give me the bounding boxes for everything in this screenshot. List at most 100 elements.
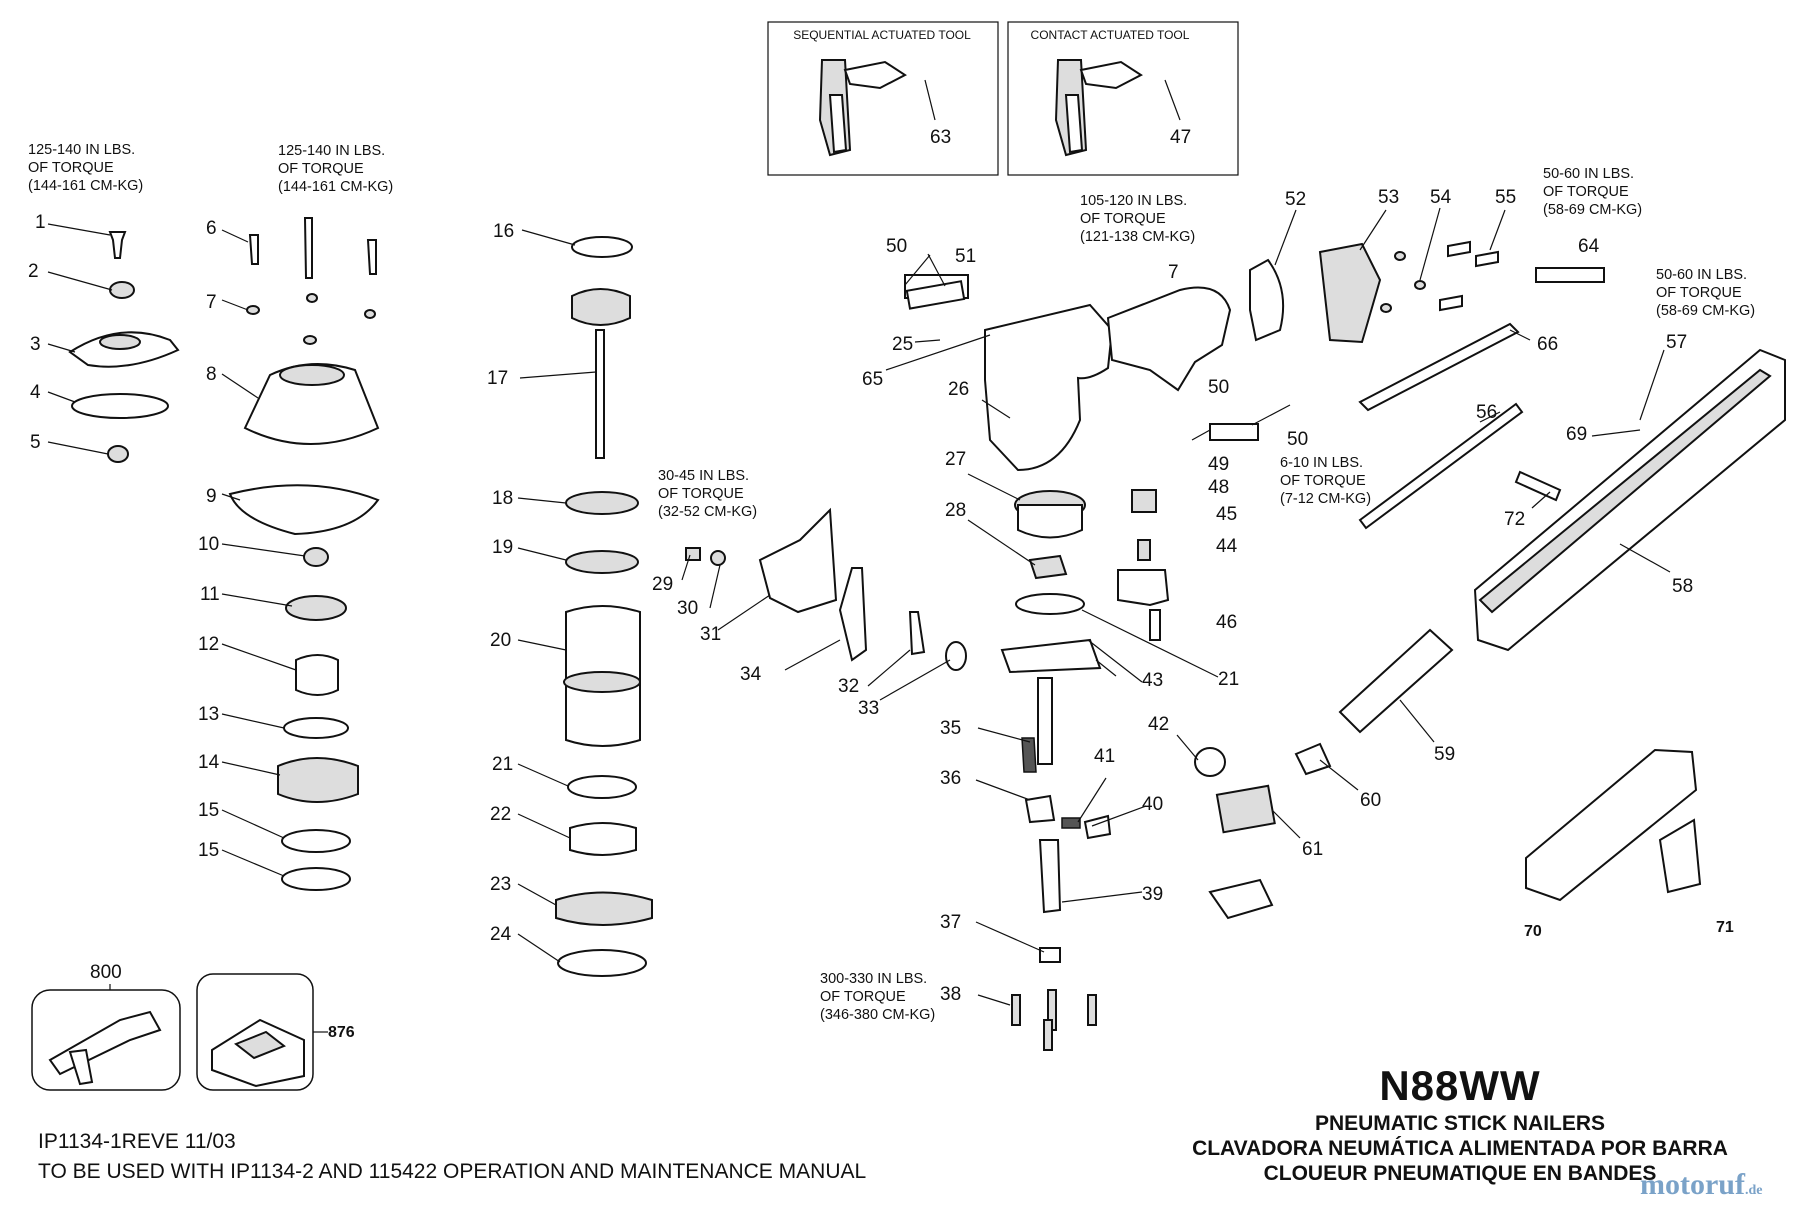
torque-note-8: 300-330 IN LBS. OF TORQUE (346-380 CM-KG… — [820, 971, 935, 1023]
part-label-41: 41 — [1094, 746, 1115, 767]
part-label-34: 34 — [740, 664, 762, 685]
part-label-39: 39 — [1142, 884, 1163, 905]
part-label-1: 1 — [35, 212, 46, 233]
part-label-17: 17 — [487, 368, 508, 389]
part-label-33: 33 — [858, 698, 879, 719]
part-label-4: 4 — [30, 382, 41, 403]
part-label-10: 10 — [198, 534, 219, 555]
inset-contact-title: CONTACT ACTUATED TOOL — [1031, 28, 1190, 42]
title-english: PNEUMATIC STICK NAILERS — [1314, 1112, 1606, 1135]
part-label-48: 48 — [1208, 477, 1229, 498]
cap-assembly-column — [68, 231, 180, 463]
part-label-50-top: 50 — [886, 236, 907, 257]
part-label-47: 47 — [1170, 127, 1191, 148]
part-label-69: 69 — [1566, 424, 1587, 445]
inset-contact-actuated-tool: CONTACT ACTUATED TOOL 47 — [1007, 21, 1239, 176]
part-label-50-side: 50 — [1287, 429, 1308, 450]
label-group-center: 51 7 25 65 26 27 28 29 30 31 32 33 34 35… — [652, 246, 1239, 1006]
part-label-20: 20 — [490, 630, 511, 651]
part-label-62: 61 — [1302, 839, 1323, 860]
part-label-31: 31 — [700, 624, 721, 645]
part-label-45: 45 — [1216, 504, 1237, 525]
part-label-15b: 15 — [198, 840, 219, 861]
watermark: motoruf.de — [1640, 1168, 1763, 1201]
svg-text:(7-12 CM-KG): (7-12 CM-KG) — [1280, 491, 1371, 507]
part-label-71: 71 — [1716, 919, 1734, 936]
part-label-2: 2 — [28, 261, 39, 282]
svg-text:105-120 IN LBS.: 105-120 IN LBS. — [1080, 193, 1187, 209]
svg-text:50-60 IN LBS.: 50-60 IN LBS. — [1656, 267, 1747, 283]
trigger-bracket-assembly — [685, 507, 967, 671]
svg-text:6-10 IN LBS.: 6-10 IN LBS. — [1280, 455, 1363, 471]
svg-text:OF TORQUE: OF TORQUE — [1656, 285, 1742, 301]
svg-text:125-140 IN LBS.: 125-140 IN LBS. — [28, 142, 135, 158]
manual-reference: TO BE USED WITH IP1134-2 AND 115422 OPER… — [38, 1160, 867, 1183]
svg-text:300-330 IN LBS.: 300-330 IN LBS. — [820, 971, 927, 987]
part-label-22: 22 — [490, 804, 511, 825]
svg-text:OF TORQUE: OF TORQUE — [28, 160, 114, 176]
svg-text:(144-161 CM-KG): (144-161 CM-KG) — [278, 179, 393, 195]
part-label-18: 18 — [492, 488, 513, 509]
part-label-30: 30 — [677, 598, 698, 619]
part-label-19: 19 — [492, 537, 513, 558]
part-label-54: 53 — [1378, 187, 1399, 208]
part-label-53: 52 — [1285, 189, 1306, 210]
part-label-63: 63 — [930, 127, 951, 148]
svg-text:30-45 IN LBS.: 30-45 IN LBS. — [658, 468, 749, 484]
svg-text:(32-52 CM-KG): (32-52 CM-KG) — [658, 504, 757, 520]
svg-text:(144-161 CM-KG): (144-161 CM-KG) — [28, 178, 143, 194]
part-label-66: 66 — [1537, 334, 1558, 355]
part-label-38: 38 — [940, 984, 961, 1005]
part-label-14: 14 — [198, 752, 220, 773]
part-label-21: 21 — [492, 754, 513, 775]
part-label-70: 70 — [1524, 923, 1542, 940]
label-group-col3: 16 17 18 19 20 21 22 23 24 — [487, 221, 597, 963]
svg-text:(346-380 CM-KG): (346-380 CM-KG) — [820, 1007, 935, 1023]
part-label-55: 54 — [1430, 187, 1452, 208]
torque-note-3: 105-120 IN LBS. OF TORQUE (121-138 CM-KG… — [1080, 193, 1195, 245]
part-label-15a: 15 — [198, 800, 219, 821]
top-cover-assembly — [905, 240, 1605, 441]
torque-note-4: 50-60 IN LBS. OF TORQUE (58-69 CM-KG) — [1543, 166, 1642, 218]
model-title: N88WW — [1379, 1062, 1541, 1109]
part-label-60: 59 — [1434, 744, 1455, 765]
part-label-11: 11 — [200, 584, 220, 605]
part-label-44: 44 — [1216, 536, 1238, 557]
torque-note-7: 6-10 IN LBS. OF TORQUE (7-12 CM-KG) — [1280, 455, 1371, 507]
part-label-5: 5 — [30, 432, 41, 453]
part-label-7-housing: 7 — [1168, 262, 1179, 283]
cylinder-cap-column — [228, 217, 380, 891]
torque-note-5: 50-60 IN LBS. OF TORQUE (58-69 CM-KG) — [1656, 267, 1755, 319]
part-label-43: 43 — [1142, 670, 1163, 691]
part-label-36: 36 — [940, 768, 961, 789]
part-label-51: 50 — [1208, 377, 1229, 398]
part-label-6: 6 — [206, 218, 217, 239]
part-label-32: 32 — [838, 676, 859, 697]
part-label-13: 13 — [198, 704, 219, 725]
svg-text:125-140 IN LBS.: 125-140 IN LBS. — [278, 143, 385, 159]
title-spanish: CLAVADORA NEUMÁTICA ALIMENTADA POR BARRA — [1192, 1137, 1728, 1160]
svg-text:OF TORQUE: OF TORQUE — [820, 989, 906, 1005]
inset-sequential-title: SEQUENTIAL ACTUATED TOOL — [793, 28, 971, 42]
part-label-29: 29 — [652, 574, 673, 595]
part-label-49: 49 — [1208, 454, 1229, 475]
part-label-27: 27 — [945, 449, 966, 470]
svg-text:(58-69 CM-KG): (58-69 CM-KG) — [1543, 202, 1642, 218]
torque-note-1: 125-140 IN LBS. OF TORQUE (144-161 CM-KG… — [28, 142, 143, 194]
svg-text:OF TORQUE: OF TORQUE — [1543, 184, 1629, 200]
accessory-kits: 800 876 — [31, 962, 355, 1091]
part-label-9: 9 — [206, 486, 217, 507]
part-label-72: 72 — [1504, 509, 1525, 530]
piston-cylinder-column — [555, 236, 653, 977]
part-label-37: 37 — [940, 912, 961, 933]
svg-text:(121-138 CM-KG): (121-138 CM-KG) — [1080, 229, 1195, 245]
label-group-col1: 1 2 3 4 5 — [28, 212, 113, 455]
inset-sequential-actuated-tool: SEQUENTIAL ACTUATED TOOL 63 — [767, 21, 999, 176]
part-label-25: 25 — [892, 334, 913, 355]
part-label-3: 3 — [30, 334, 41, 355]
part-label-12: 12 — [198, 634, 219, 655]
part-label-58: 57 — [1666, 332, 1687, 353]
part-label-7: 7 — [206, 292, 217, 313]
part-label-876: 876 — [328, 1024, 355, 1041]
